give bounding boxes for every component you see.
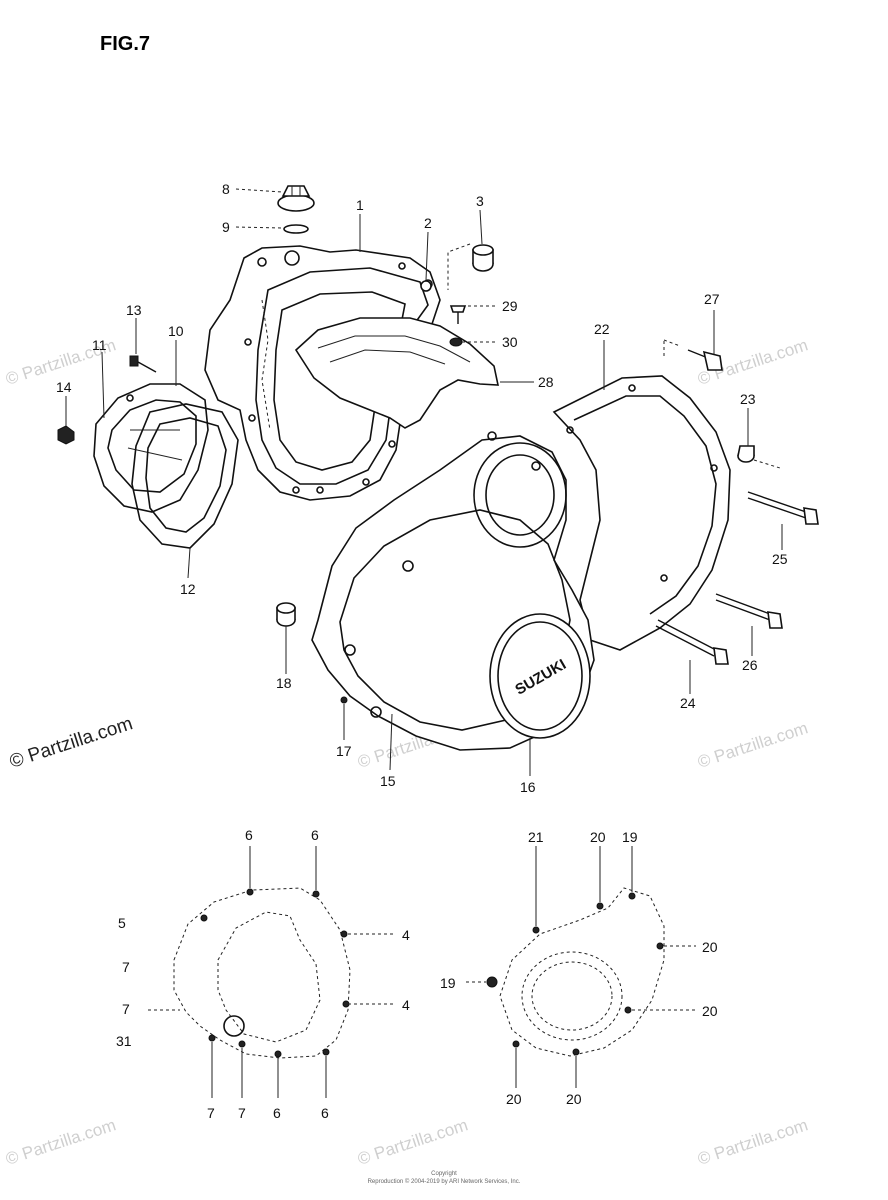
callout-25: 25 [772,551,788,567]
callout-3: 3 [476,193,484,209]
callout-7c: 7 [207,1105,215,1121]
callout-22: 22 [594,321,610,337]
callout-20d: 20 [506,1091,522,1107]
part-27-bolt [687,349,723,371]
callout-20a: 20 [590,829,606,845]
callout-19a: 19 [622,829,638,845]
callout-19b: 19 [440,975,456,991]
callout-20b: 20 [702,939,718,955]
callout-6a: 6 [245,827,253,843]
callout-23: 23 [740,391,756,407]
callout-4a: 4 [402,927,410,943]
part-2-dowel [420,280,432,292]
part-25-bolt [747,491,819,525]
part-24-bolt [655,619,729,665]
part-3-dowel-pin [472,244,494,272]
part-9-o-ring [283,224,309,234]
callout-12: 12 [180,581,196,597]
leader-lines [65,188,783,1098]
callout-9: 9 [222,219,230,235]
part-12-gasket [131,403,239,549]
callout-7b: 7 [122,1001,130,1017]
callout-5: 5 [118,915,126,931]
callout-4b: 4 [402,997,410,1013]
copyright-top: Copyright [431,1171,457,1177]
callout-20e: 20 [566,1091,582,1107]
part-17-pin [340,696,348,704]
callout-labels: 8 9 1 2 3 29 30 28 13 10 11 14 12 22 27 … [56,181,788,1121]
callout-14: 14 [56,379,72,395]
watermark-text: © Partzilla.com [3,1115,118,1168]
part-11-cover [93,383,209,513]
callout-21: 21 [528,829,544,845]
callout-6d: 6 [321,1105,329,1121]
watermark-text: © Partzilla.com [695,1115,810,1168]
part-29-screw [449,305,467,324]
watermark-text: © Partzilla.com [355,1115,470,1168]
part-14-bolt [57,425,75,445]
callout-7d: 7 [238,1105,246,1121]
part-23-dowel [737,445,755,463]
callout-15: 15 [380,773,396,789]
part-8-oil-cap [277,185,315,212]
inset-left-cover [173,887,351,1059]
callout-24: 24 [680,695,696,711]
part-30-washer [449,337,463,347]
callout-26: 26 [742,657,758,673]
callout-20c: 20 [702,1003,718,1019]
callout-29: 29 [502,298,518,314]
callout-11: 11 [92,337,107,353]
callout-17: 17 [336,743,352,759]
callout-16: 16 [520,779,536,795]
callout-13: 13 [126,302,142,318]
callout-8: 8 [222,181,230,197]
callout-31: 31 [116,1033,132,1049]
callout-30: 30 [502,334,518,350]
callout-28: 28 [538,374,554,390]
inset-right-cover [486,887,665,1057]
callout-18: 18 [276,675,292,691]
callout-27: 27 [704,291,720,307]
callout-2: 2 [424,215,432,231]
watermark-main: © Partzilla.com [7,713,135,773]
callout-10: 10 [168,323,184,339]
callout-6c: 6 [273,1105,281,1121]
part-26-bolt [715,593,783,629]
callout-6b: 6 [311,827,319,843]
copyright-line: Reproduction © 2004-2019 by ARI Network … [368,1178,521,1185]
part-13-bolt [129,355,157,373]
figure-title: FIG.7 [100,33,150,55]
part-16-emblem: SUZUKI [489,613,591,739]
part-22-cover [552,375,731,651]
callout-1: 1 [356,197,364,213]
watermark-text: © Partzilla.com [695,718,810,771]
callout-7a: 7 [122,959,130,975]
part-18-dowel [276,602,296,627]
part-28-chain-guard [294,317,499,429]
